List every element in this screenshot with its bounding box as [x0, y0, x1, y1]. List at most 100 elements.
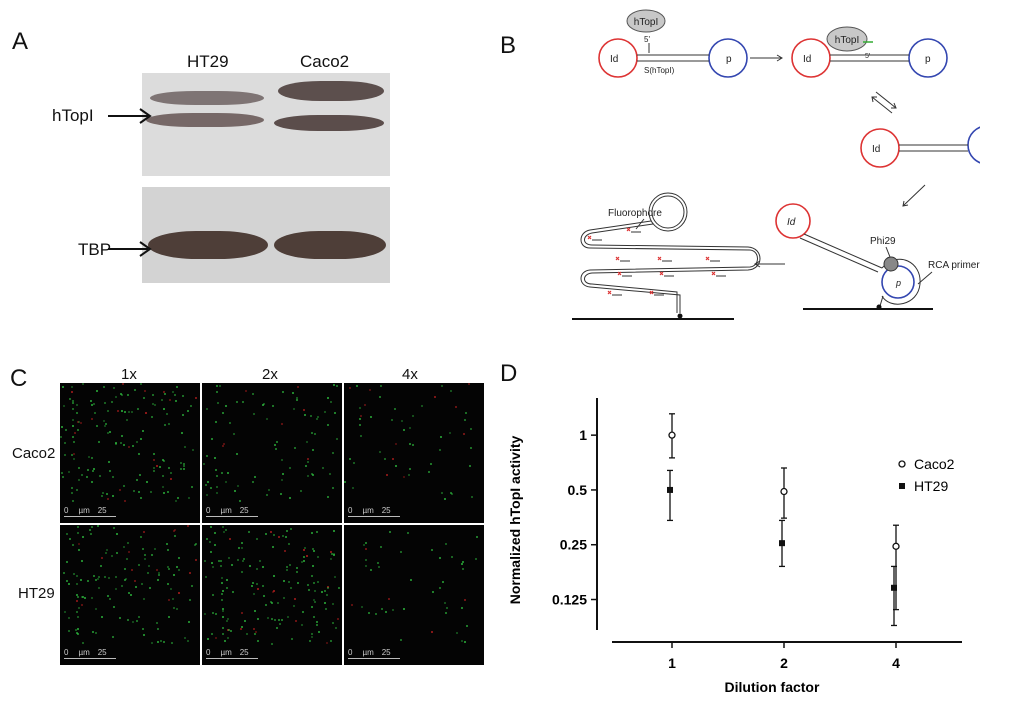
speckle: [379, 450, 382, 453]
speckle: [296, 385, 299, 388]
speckle: [165, 542, 168, 545]
speckle: [285, 569, 288, 571]
speckle: [302, 549, 305, 552]
speckle: [156, 622, 158, 625]
speckle: [218, 560, 221, 563]
scale-bar-unit: µm: [220, 648, 232, 657]
speckle: [430, 631, 433, 633]
speckle: [449, 431, 451, 434]
speckle: [362, 544, 365, 546]
speckle: [285, 536, 288, 538]
speckle: [127, 445, 130, 448]
speckle: [154, 548, 157, 551]
speckle: [71, 399, 74, 402]
speckle: [67, 629, 70, 632]
speckle: [409, 426, 412, 429]
speckle: [77, 421, 80, 424]
speckle: [72, 499, 75, 502]
speckle: [157, 628, 160, 631]
speckle: [273, 618, 276, 621]
speckle: [253, 609, 256, 612]
speckle: [75, 582, 78, 585]
speckle: [300, 490, 303, 493]
speckle: [455, 632, 458, 635]
speckle: [131, 620, 134, 623]
speckle: [241, 570, 244, 573]
scale-bar-length: 25: [239, 648, 249, 657]
speckle: [173, 530, 175, 532]
speckle: [434, 395, 437, 398]
speckle: [350, 604, 353, 607]
speckle: [69, 397, 71, 400]
speckle: [450, 556, 453, 559]
speckle: [225, 586, 228, 589]
speckle: [105, 422, 108, 425]
speckle: [296, 398, 298, 401]
speckle: [365, 548, 367, 550]
speckle: [361, 605, 363, 608]
speckle: [206, 481, 209, 484]
speckle: [310, 415, 312, 418]
speckle: [211, 562, 214, 565]
speckle: [172, 607, 175, 610]
speckle: [460, 640, 463, 643]
speckle: [121, 584, 123, 587]
speckle: [115, 575, 118, 578]
speckle: [331, 486, 334, 489]
speckle: [379, 395, 382, 398]
speckle: [450, 390, 453, 393]
speckle: [241, 401, 244, 404]
speckle: [226, 636, 229, 639]
speckle: [97, 575, 100, 578]
speckle: [135, 620, 138, 623]
speckle: [119, 441, 122, 444]
speckle: [288, 497, 291, 500]
speckle: [205, 408, 208, 411]
scale-bar-line: [206, 658, 258, 659]
x-tick-label: 2: [780, 655, 788, 671]
speckle: [213, 543, 216, 546]
speckle: [107, 498, 110, 501]
speckle: [272, 533, 275, 536]
speckle: [127, 410, 130, 413]
speckle: [127, 551, 130, 554]
speckle: [70, 492, 73, 495]
scale-bar-length: 25: [381, 506, 391, 515]
speckle: [333, 552, 336, 555]
speckle: [211, 437, 214, 440]
speckle: [294, 447, 296, 450]
speckle: [121, 393, 124, 396]
speckle: [172, 573, 175, 576]
speckle: [463, 640, 466, 643]
speckle: [114, 443, 117, 446]
speckle: [127, 592, 130, 595]
speckle: [384, 458, 387, 461]
speckle: [282, 473, 285, 476]
speckle: [331, 622, 334, 625]
speckle: [275, 447, 278, 450]
speckle: [464, 599, 467, 601]
speckle: [194, 396, 197, 399]
speckle: [220, 582, 223, 585]
speckle: [203, 613, 206, 616]
diagram-step-2: Id p hTopI 5': [791, 26, 948, 78]
speckle: [356, 385, 359, 388]
speckle: [178, 592, 181, 595]
speckle: [406, 532, 409, 534]
speckle: [379, 546, 382, 549]
speckle: [267, 488, 270, 491]
speckle: [400, 638, 403, 641]
speckle: [307, 474, 310, 477]
speckle: [80, 559, 83, 562]
column-label-1x: 1x: [121, 366, 137, 383]
speckle: [292, 407, 295, 410]
speckle: [352, 486, 354, 489]
speckle: [122, 383, 125, 386]
speckle: [157, 571, 160, 574]
speckle: [291, 637, 294, 640]
speckle: [218, 384, 221, 387]
speckle: [213, 531, 216, 534]
speckle: [91, 631, 94, 634]
speckle: [273, 589, 276, 592]
speckle: [180, 432, 183, 435]
